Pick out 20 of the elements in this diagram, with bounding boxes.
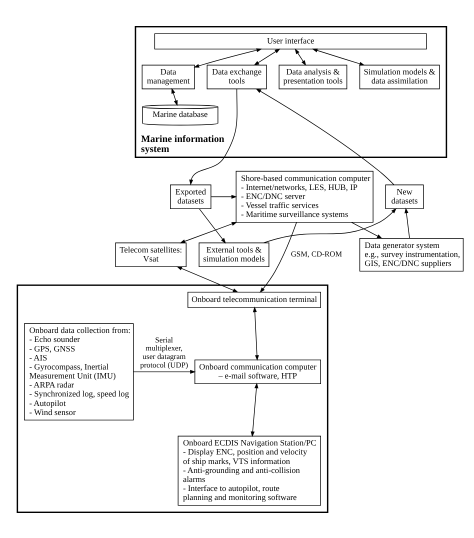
arrow — [253, 48, 280, 66]
arrow — [132, 369, 196, 374]
arrow — [176, 266, 238, 292]
arrow — [259, 222, 296, 292]
arrow — [255, 88, 394, 185]
arrow — [262, 207, 396, 243]
arrow — [252, 306, 258, 360]
edge-label: Serial multiplexer, user datagram protocol (UDP) — [140, 334, 188, 369]
arrow — [250, 382, 258, 437]
cluster — [16, 284, 328, 512]
arrow — [198, 208, 226, 244]
arrow — [404, 207, 410, 238]
arrow — [311, 48, 365, 66]
arrow — [210, 194, 237, 198]
arrow — [179, 222, 237, 243]
arrow — [350, 221, 382, 238]
arrow — [294, 48, 306, 66]
edge-label: GSM, CD-ROM — [290, 249, 342, 258]
arrow — [188, 88, 237, 185]
arrow — [193, 48, 262, 68]
